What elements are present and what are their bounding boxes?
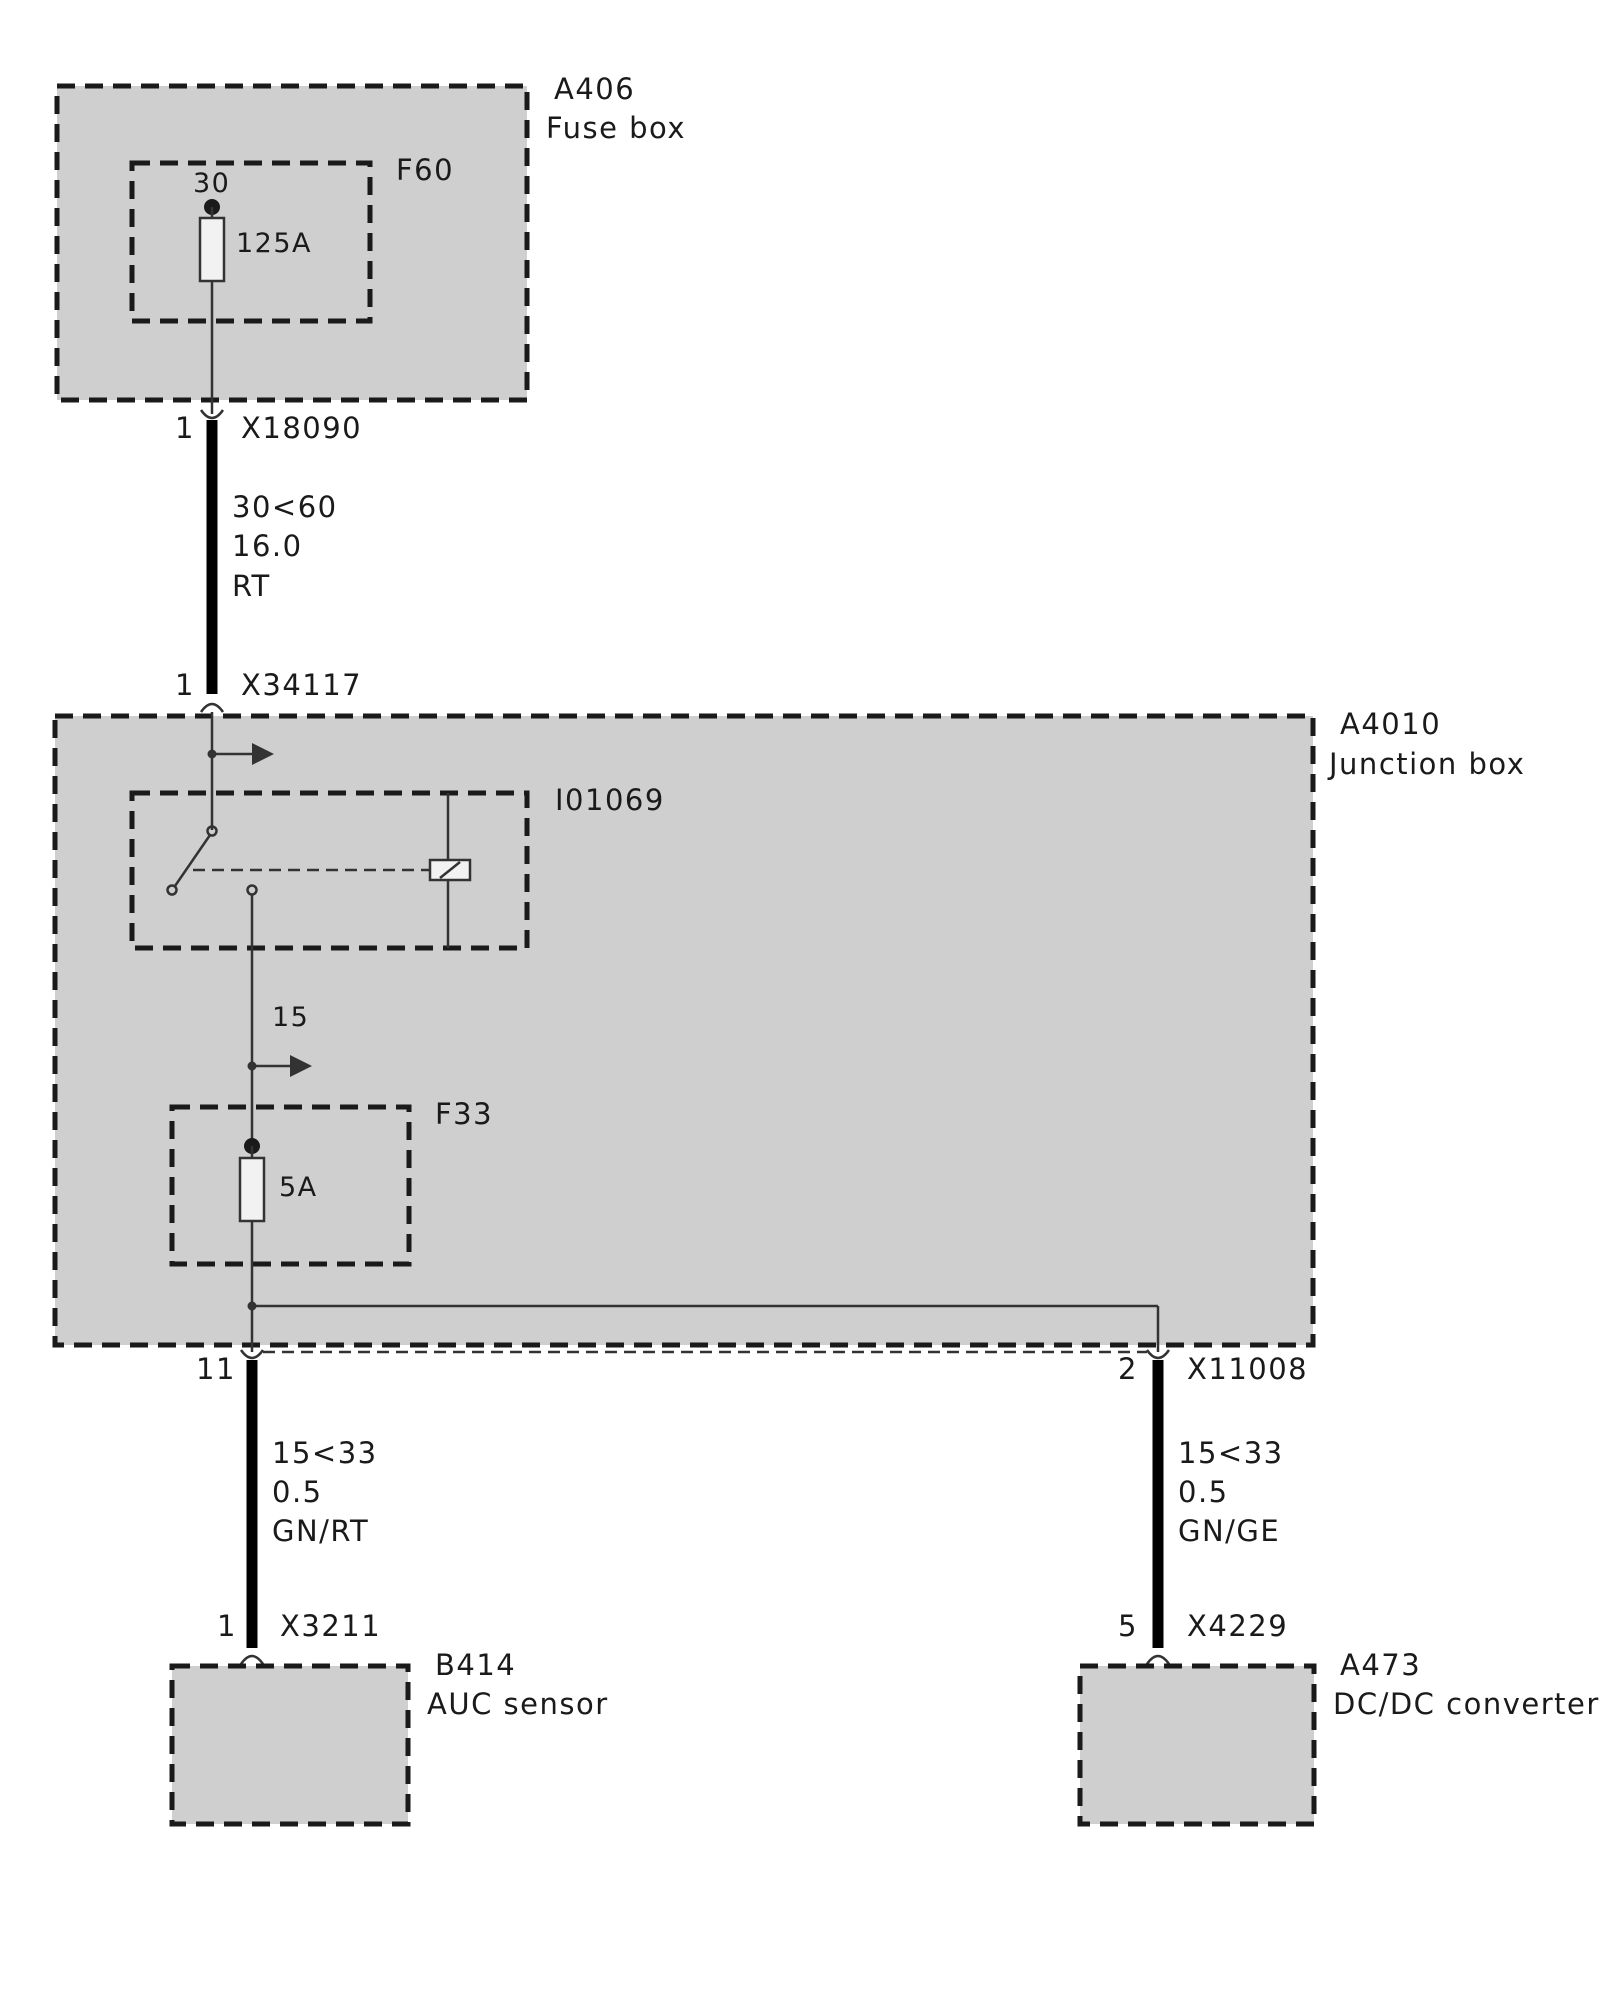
auc-sensor-b414	[169, 1663, 411, 1827]
wire-dcdc-color: GN/GE	[1178, 1514, 1280, 1548]
dcdc-id: A473	[1340, 1648, 1421, 1682]
fuse-f60-id: F60	[396, 153, 454, 187]
fuse-f33-rating: 5A	[279, 1172, 318, 1203]
fuse-f33-id: F33	[435, 1097, 493, 1131]
auc-sensor-name: AUC sensor	[427, 1687, 609, 1721]
wire-auc-size: 0.5	[272, 1475, 323, 1509]
connector-x3211-pin: 1	[217, 1609, 237, 1643]
fuse-box-name: Fuse box	[546, 111, 686, 145]
junction-box-a4010	[52, 713, 1316, 1348]
fuse-f33-symbol	[238, 1156, 266, 1223]
wire-dcdc-size: 0.5	[1178, 1475, 1229, 1509]
relay-i01069-id: I01069	[555, 783, 665, 817]
connector-x11008-pin-right: 2	[1118, 1352, 1138, 1386]
connector-x18090-id: X18090	[241, 411, 362, 445]
connector-x11008-id: X11008	[1187, 1352, 1308, 1386]
wire-main-circuit: 30<60	[232, 490, 338, 524]
fuse-box-a406	[54, 83, 530, 403]
dcdc-name: DC/DC converter	[1333, 1687, 1600, 1721]
wire-auc-color: GN/RT	[272, 1514, 369, 1548]
wire-main-color: RT	[232, 569, 271, 603]
fuse-f60-rating: 125A	[236, 228, 312, 259]
connector-x4229-id: X4229	[1187, 1609, 1288, 1643]
fuse-f60-symbol	[198, 216, 226, 283]
junction-box-name: Junction box	[1327, 747, 1525, 781]
fuse-f33-frame	[169, 1104, 412, 1267]
dcdc-converter-a473	[1077, 1663, 1317, 1827]
auc-sensor-id: B414	[435, 1648, 516, 1682]
connector-x3211-id: X3211	[280, 1609, 381, 1643]
arrow-icon	[290, 1055, 312, 1077]
junction-box-id: A4010	[1340, 707, 1441, 741]
connector-x34117-id: X34117	[241, 668, 362, 702]
wire-auc-circuit: 15<33	[272, 1436, 378, 1470]
connector-x18090-pin: 1	[175, 411, 195, 445]
fuse-f60-frame	[129, 160, 373, 324]
fuse-box-id: A406	[554, 72, 635, 106]
connector-x11008-pin-left: 11	[196, 1352, 236, 1386]
wire-dcdc-circuit: 15<33	[1178, 1436, 1284, 1470]
fuse-f60-terminal: 30	[193, 168, 230, 199]
connector-x4229-pin: 5	[1118, 1609, 1138, 1643]
arrow-icon	[252, 743, 274, 765]
terminal-15-label: 15	[272, 1002, 309, 1033]
connector-x34117-pin: 1	[175, 668, 195, 702]
wire-main-size: 16.0	[232, 529, 303, 563]
relay-switch-contact	[173, 834, 212, 887]
relay-i01069-frame	[129, 790, 530, 951]
